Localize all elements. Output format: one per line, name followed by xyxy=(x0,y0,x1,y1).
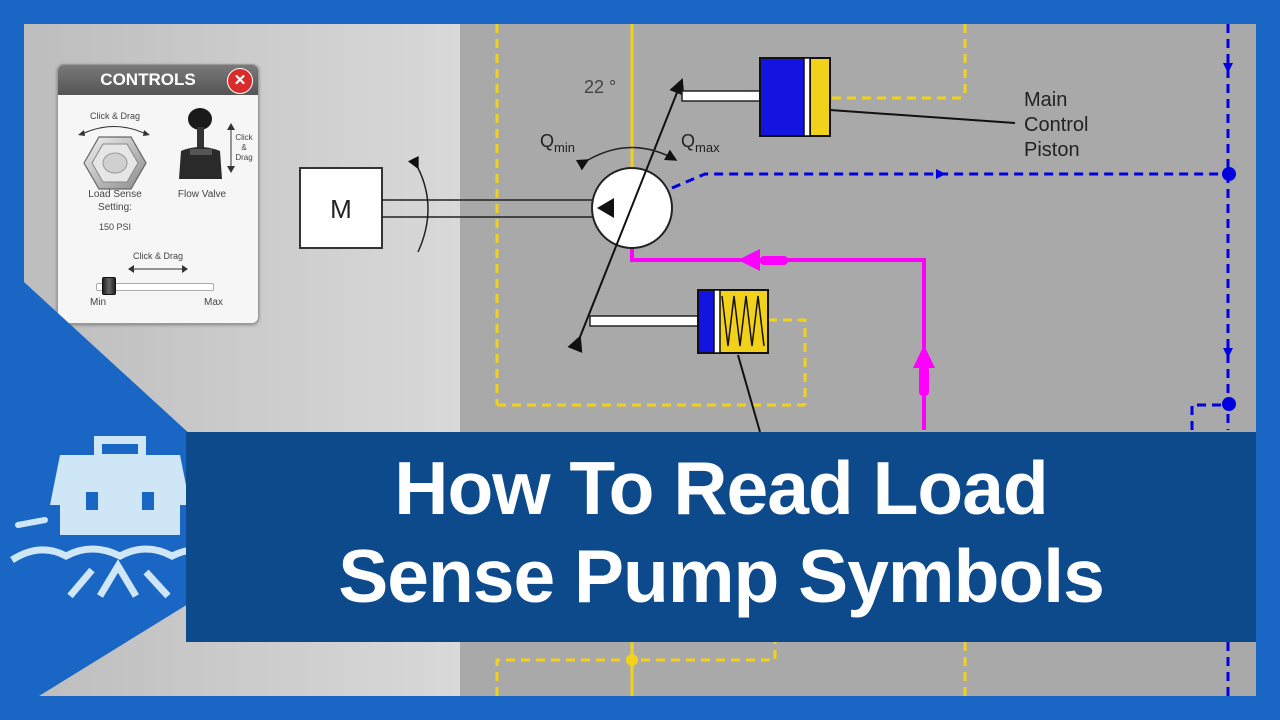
qmax-label: Q xyxy=(681,131,695,151)
piston-label-line2: Control xyxy=(1024,114,1088,136)
slider-max-label: Max xyxy=(204,297,223,308)
title-banner xyxy=(186,432,1256,642)
controls-panel: CONTROLS ✕ Click & Drag Load Sense Setti… xyxy=(57,64,259,324)
flow-valve-lever[interactable] xyxy=(176,105,226,183)
slider-hint: Click & Drag xyxy=(132,251,183,261)
lever-label: Flow Valve xyxy=(177,189,227,200)
motor-label: M xyxy=(330,194,352,224)
svg-text:Qmax: Qmax xyxy=(681,131,720,155)
piston-label-line1: Main xyxy=(1024,89,1067,111)
main-control-piston xyxy=(681,57,831,137)
knob-hint: Click & Drag xyxy=(89,111,140,121)
lever-hint-line1: Click xyxy=(235,133,253,142)
flow-slider-track[interactable] xyxy=(96,283,214,291)
blue-pilot-lines xyxy=(671,24,1230,696)
knob-label-line2: Setting: xyxy=(98,202,132,213)
lever-drag-arrow-icon xyxy=(227,123,235,173)
motor-box xyxy=(299,167,383,249)
qmax-subscript: max xyxy=(695,140,720,155)
title-banner-text: How To Read Load Sense Pump Symbols xyxy=(186,444,1256,620)
flow-slider-thumb[interactable] xyxy=(102,277,117,295)
piston-label-line3: Piston xyxy=(1024,139,1080,161)
lever-hint-line2: & xyxy=(241,143,247,152)
controls-title: CONTROLS xyxy=(100,70,196,89)
load-sense-knob[interactable] xyxy=(83,135,147,191)
knob-drag-arc-icon xyxy=(78,126,150,136)
slider-drag-arrow-icon xyxy=(128,265,188,273)
angle-label: 22 ° xyxy=(584,77,616,97)
qmin-subscript: min xyxy=(554,140,575,155)
qmin-label: Q xyxy=(540,131,554,151)
title-line-1: How To Read Load xyxy=(394,446,1048,530)
bias-spring-piston xyxy=(589,289,769,354)
lever-hint-line3: Drag xyxy=(235,153,253,162)
title-line-2: Sense Pump Symbols xyxy=(338,534,1105,618)
yellow-pilot-lines xyxy=(495,24,967,696)
svg-text:Qmin: Qmin xyxy=(540,131,575,155)
knob-label-line1: Load Sense xyxy=(88,189,142,200)
controls-header: CONTROLS ✕ xyxy=(58,65,258,95)
slider-min-label: Min xyxy=(90,297,107,308)
knob-value: 150 PSI xyxy=(98,222,132,232)
close-icon[interactable]: ✕ xyxy=(227,68,253,94)
